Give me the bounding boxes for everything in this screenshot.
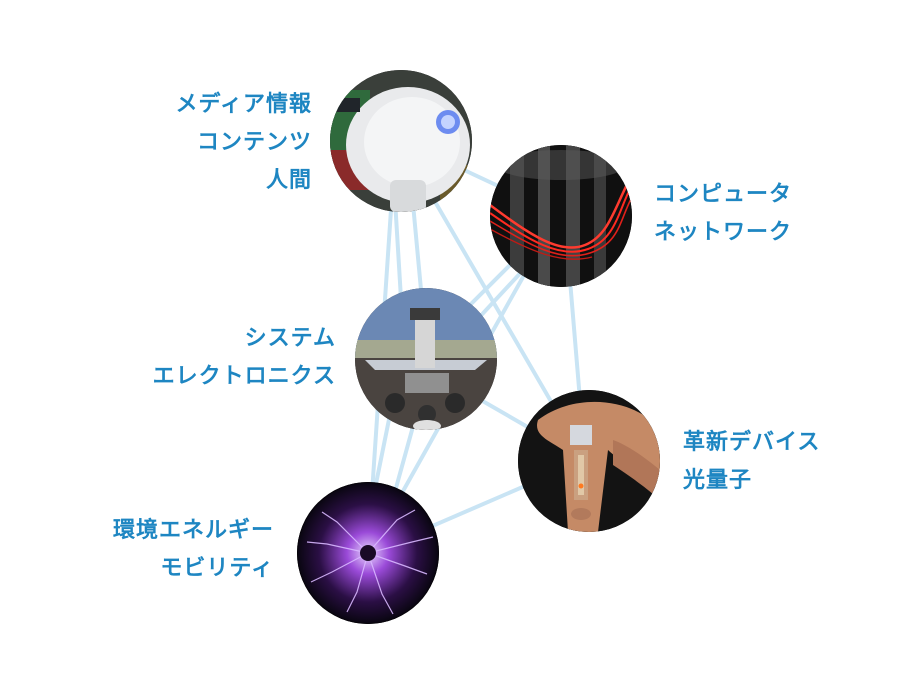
label-system: システム エレクトロニクス	[153, 320, 336, 396]
robot-photo-icon	[330, 70, 472, 212]
label-device: 革新デバイス 光量子	[683, 424, 820, 500]
label-line: システム	[244, 326, 336, 351]
label-line: メディア情報	[175, 92, 312, 117]
label-line: コンテンツ	[196, 130, 312, 155]
planetary-rover-photo-icon	[355, 288, 497, 430]
finger-sensor-photo-icon	[518, 390, 660, 532]
label-line: 革新デバイス	[683, 430, 821, 455]
red-light-trails-photo-icon	[490, 145, 632, 287]
label-line: ネットワーク	[654, 220, 793, 245]
label-line: 環境エネルギー	[112, 518, 274, 543]
label-line: モビリティ	[160, 556, 274, 581]
label-line: コンピュータ	[654, 182, 793, 207]
label-media: メディア情報 コンテンツ 人間	[176, 86, 312, 200]
plasma-discharge-photo-icon	[297, 482, 439, 624]
label-energy: 環境エネルギー モビリティ	[113, 512, 274, 588]
label-line: 光量子	[683, 468, 753, 493]
label-line: 人間	[265, 168, 312, 193]
label-line: エレクトロニクス	[152, 364, 336, 389]
label-network: コンピュータ ネットワーク	[654, 176, 792, 252]
